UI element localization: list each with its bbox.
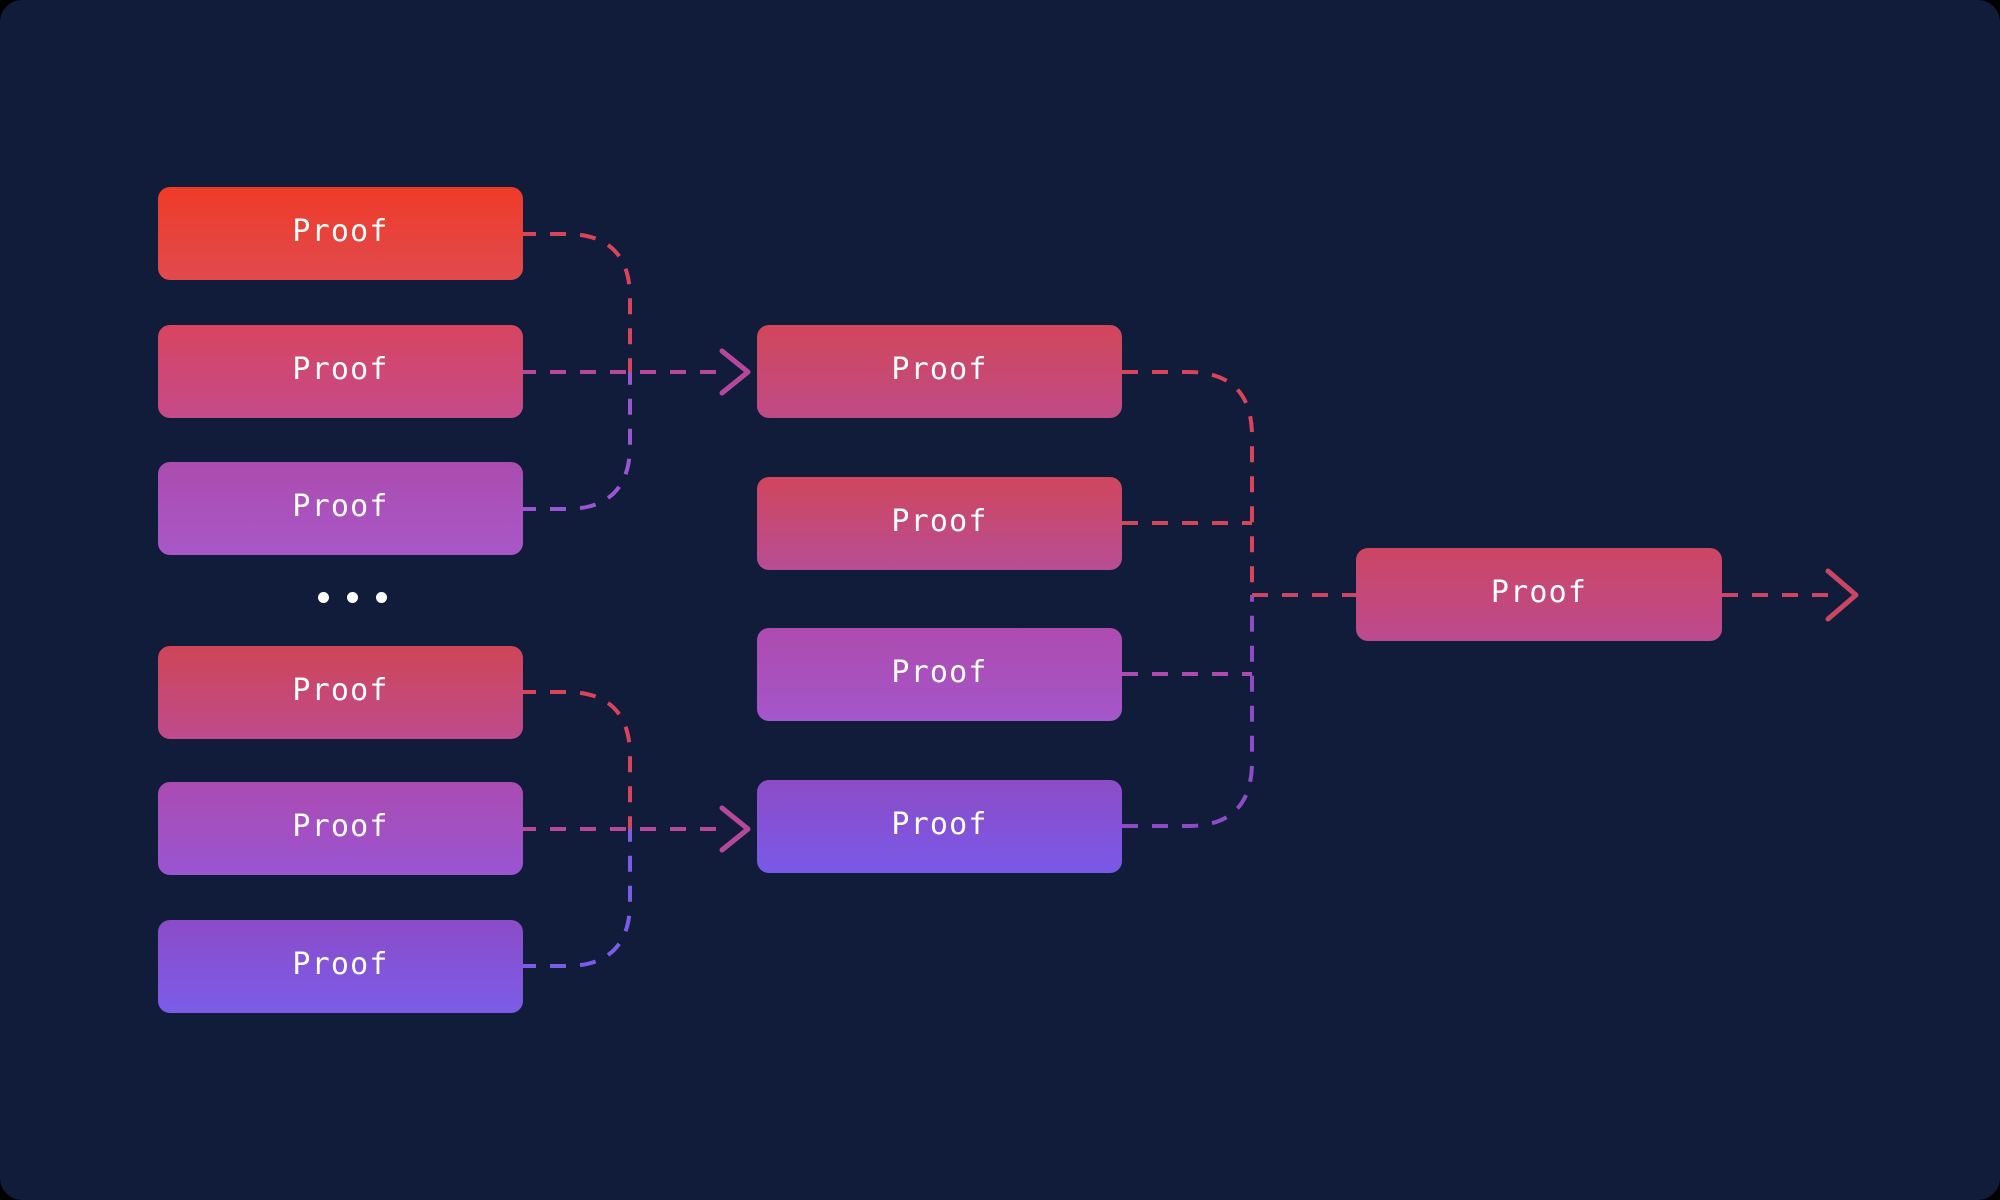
proof-node-leaf-2[interactable]: Proof [158, 325, 523, 418]
edge-agg4-to-trunk [1122, 595, 1254, 828]
edge-agg1-to-trunk [1122, 370, 1254, 595]
proof-node-aggregate-4[interactable]: Proof [757, 780, 1122, 873]
ellipsis-dot [318, 592, 329, 603]
proof-node-label: Proof [292, 351, 389, 387]
ellipsis-dot [376, 592, 387, 603]
proof-node-aggregate-1[interactable]: Proof [757, 325, 1122, 418]
proof-node-label: Proof [292, 946, 389, 982]
edge-leaf4-to-trunk [520, 690, 632, 829]
proof-node-label: Proof [292, 213, 389, 249]
arrow-to-aggregate-1-icon [719, 348, 751, 396]
edge-leaf1-to-trunk [520, 232, 632, 372]
arrow-to-output-icon [1825, 568, 1859, 622]
proof-node-leaf-5[interactable]: Proof [158, 782, 523, 875]
ellipsis-dot [347, 592, 358, 603]
proof-node-label: Proof [891, 806, 988, 842]
proof-node-leaf-1[interactable]: Proof [158, 187, 523, 280]
proof-node-leaf-6[interactable]: Proof [158, 920, 523, 1013]
proof-node-label: Proof [891, 503, 988, 539]
proof-node-root[interactable]: Proof [1356, 548, 1722, 641]
arrow-to-aggregate-4-icon [719, 805, 751, 853]
proof-node-leaf-4[interactable]: Proof [158, 646, 523, 739]
edge-leaf3-to-trunk [520, 372, 632, 511]
proof-node-label: Proof [292, 672, 389, 708]
proof-node-label: Proof [891, 654, 988, 690]
proof-node-label: Proof [292, 488, 389, 524]
proof-node-label: Proof [292, 808, 389, 844]
proof-node-label: Proof [891, 351, 988, 387]
ellipsis-indicator [318, 592, 387, 603]
proof-node-aggregate-3[interactable]: Proof [757, 628, 1122, 721]
proof-node-label: Proof [1490, 574, 1588, 610]
proof-node-aggregate-2[interactable]: Proof [757, 477, 1122, 570]
edge-leaf6-to-trunk [520, 829, 632, 968]
proof-node-leaf-3[interactable]: Proof [158, 462, 523, 555]
